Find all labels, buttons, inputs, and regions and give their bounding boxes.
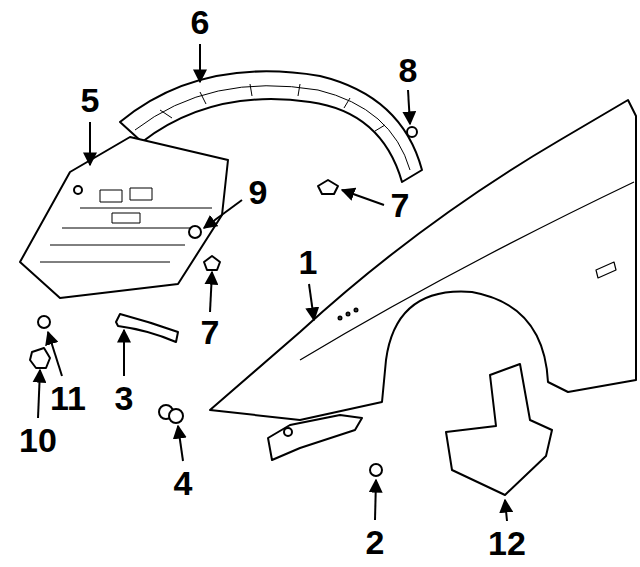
fender (210, 100, 636, 420)
leader-arrows (38, 44, 507, 521)
callout-number: 10 (19, 423, 57, 457)
callout-number: 8 (399, 53, 418, 87)
fender-bracket (268, 415, 362, 460)
front-liner (20, 137, 228, 298)
callout-number: 12 (488, 526, 526, 560)
callout-number: 3 (115, 381, 134, 415)
callout-number: 7 (391, 188, 410, 222)
callout-number: 2 (366, 525, 385, 559)
callout-number: 6 (191, 5, 210, 39)
bracket (116, 314, 178, 342)
callout-number: 11 (50, 381, 86, 415)
callout-number: 9 (249, 175, 268, 209)
callout-number: 4 (174, 466, 193, 500)
callout-number: 7 (201, 315, 220, 349)
callout-number: 1 (299, 245, 318, 279)
callout-number: 5 (81, 83, 100, 117)
mud-flap (446, 364, 552, 495)
fender-body-line (300, 182, 634, 360)
